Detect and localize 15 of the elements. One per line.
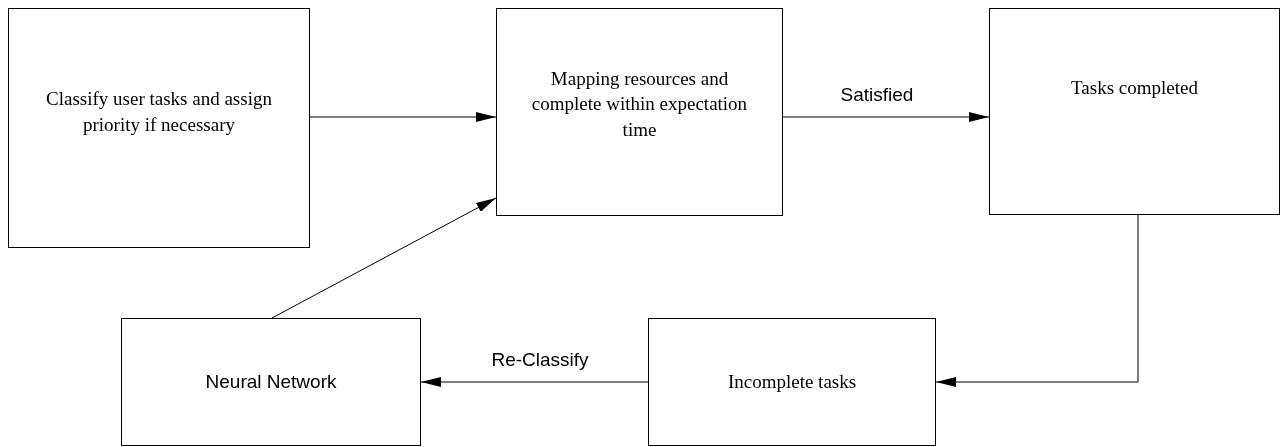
box-text: Classify user tasks and assign priority if necessary: [45, 87, 273, 137]
arrow: [935, 214, 1139, 387]
arrow: [782, 112, 990, 122]
process-box: [989, 8, 1280, 215]
arrow: [271, 197, 497, 319]
box-text: Mapping resources and complete within expectation time: [530, 66, 749, 142]
box-text: Tasks completed: [1071, 75, 1198, 100]
box-text: Incomplete tasks: [727, 370, 857, 395]
arrow: [309, 112, 497, 122]
process-box: [496, 8, 783, 216]
process-box: [648, 318, 936, 446]
process-box: [121, 318, 421, 446]
box-text: Neural Network: [205, 370, 337, 395]
process-box: [8, 8, 310, 248]
arrow: [420, 377, 649, 387]
